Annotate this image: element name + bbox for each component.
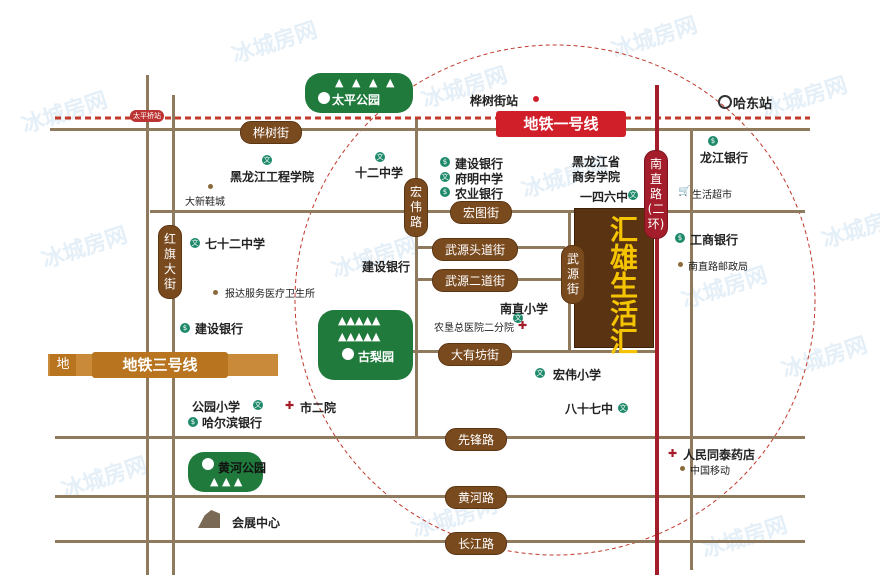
road-label-wuyuan-er: 武源二道街 [432,269,519,292]
poi-no87: 八十七中 [565,402,614,416]
hospital-icon: ✚ [285,399,295,412]
road-xianfeng [55,436,805,439]
tree-icon: ▲▲▲▲▲ [338,330,381,343]
road-label-wuyuan-tou: 武源头道街 [432,238,519,261]
park-guli [318,310,413,380]
park-huanghe [188,452,263,492]
school-icon: 文 [513,313,523,323]
tree-icon: ▲ [386,76,395,89]
road-dayoufang [410,350,655,353]
poi-icbc: 工商银行 [690,233,739,247]
road-label-honghui: 宏图街 [450,201,513,224]
school-icon: 文 [253,400,263,410]
bank-icon: $ [440,157,450,167]
pharmacy-icon: ✚ [668,447,678,460]
metro-station-icon [718,95,732,109]
road-label-wuyuan: 武源街 [561,245,585,304]
poi-nanzhi-school: 南直小学 [500,302,549,316]
bank-icon: $ [675,233,685,243]
bank-icon: $ [180,323,190,333]
park-icon [202,458,214,470]
tree-icon: ▲ [352,76,361,89]
road-hongwei [415,118,418,436]
road-label-huashu: 桦树街 [240,121,303,144]
road-east [690,130,693,570]
road-label-hongqi: 红旗大街 [158,225,182,299]
park-huanghe-label: 黄河公园 [218,461,267,475]
station-hadong: 哈东站 [733,97,773,112]
school-icon: 文 [190,238,200,248]
poi-daxin: 大新鞋城 [185,197,225,208]
poi-ccb2: 建设银行 [362,260,411,274]
poi-no12: 十二中学 [355,166,404,180]
poi-dot [213,290,218,295]
station-huashu-marker [533,96,539,102]
road-side [172,95,175,575]
road-hongqi [146,75,149,575]
school-icon: 文 [535,368,545,378]
tree-icon: ▲ [369,76,378,89]
poi-dot [678,262,683,267]
metro-line-3-label: 地铁三号线 [92,352,228,378]
park-icon [318,92,330,104]
metro-line-1-label: 地铁一号线 [496,111,626,137]
cart-icon: 🛒 [678,186,691,197]
park-guli-label: 古梨园 [358,350,395,364]
poi-no146: 一四六中 [580,190,629,204]
poi-shenghuo: 生活超市 [692,190,732,201]
school-icon: 文 [262,155,272,165]
poi-hlj-eng: 黑龙江工程学院 [230,170,315,184]
poi-fuming: 府明中学 [455,172,504,186]
tree-icon: ▲ ▲ ▲ [210,475,243,488]
park-icon [342,348,354,360]
road-label-huanghe: 黄河路 [445,486,508,509]
bank-icon: $ [440,187,450,197]
poi-nanzhi-post: 南直路邮政局 [688,262,748,273]
poi-dot [680,466,685,471]
road-label-nanzhi: 南直路(二环) [644,150,668,239]
school-icon: 文 [440,172,450,182]
poi-expo: 会展中心 [232,516,281,530]
road-changjiang [55,540,805,543]
tree-icon: ▲▲▲▲▲ [338,314,381,327]
poi-mobile: 中国移动 [690,466,730,477]
poi-nongken: 农垦总医院二分院 [434,323,514,334]
bank-icon: $ [188,417,198,427]
poi-abc: 农业银行 [455,187,504,201]
poi-hongwei-school: 宏伟小学 [553,368,602,382]
poi-hrb-bank: 哈尔滨银行 [202,416,263,430]
poi-city2: 市二院 [300,401,337,415]
school-icon: 文 [628,190,638,200]
poi-ccb3: 建设银行 [195,322,244,336]
road-label-changjiang: 长江路 [445,532,508,555]
road-label-hongwei: 宏伟路 [404,178,428,237]
poi-pharmacy: 人民同泰药店 [683,448,756,462]
poi-dot [208,184,213,189]
road-label-xianfeng: 先锋路 [445,428,508,451]
station-huashu: 桦树街站 [470,94,519,108]
hospital-icon: ✚ [518,319,528,332]
poi-ccb1: 建设银行 [455,157,504,171]
poi-hlj-biz: 黑龙江省商务学院 [572,155,621,184]
poi-park-school: 公园小学 [192,400,241,414]
road-huashu [50,128,810,131]
project-name: 汇雄生活汇 [606,215,639,355]
school-icon: 文 [618,403,628,413]
poi-no72: 七十二中学 [205,237,266,251]
school-icon: 文 [375,152,385,162]
road-huanghe [55,495,805,498]
bank-icon: $ [708,136,718,146]
station-taipingqiao: 太平桥站 [130,110,164,122]
poi-baoda: 报达服务医疗卫生所 [225,289,315,300]
poi-longjiang: 龙江银行 [700,151,749,165]
tree-icon: ▲ [335,76,344,89]
road-label-dayoufang: 大有坊街 [438,343,513,366]
metro-line-3-prefix: 地 [50,354,76,376]
park-taiping-label: 太平公园 [332,93,381,107]
